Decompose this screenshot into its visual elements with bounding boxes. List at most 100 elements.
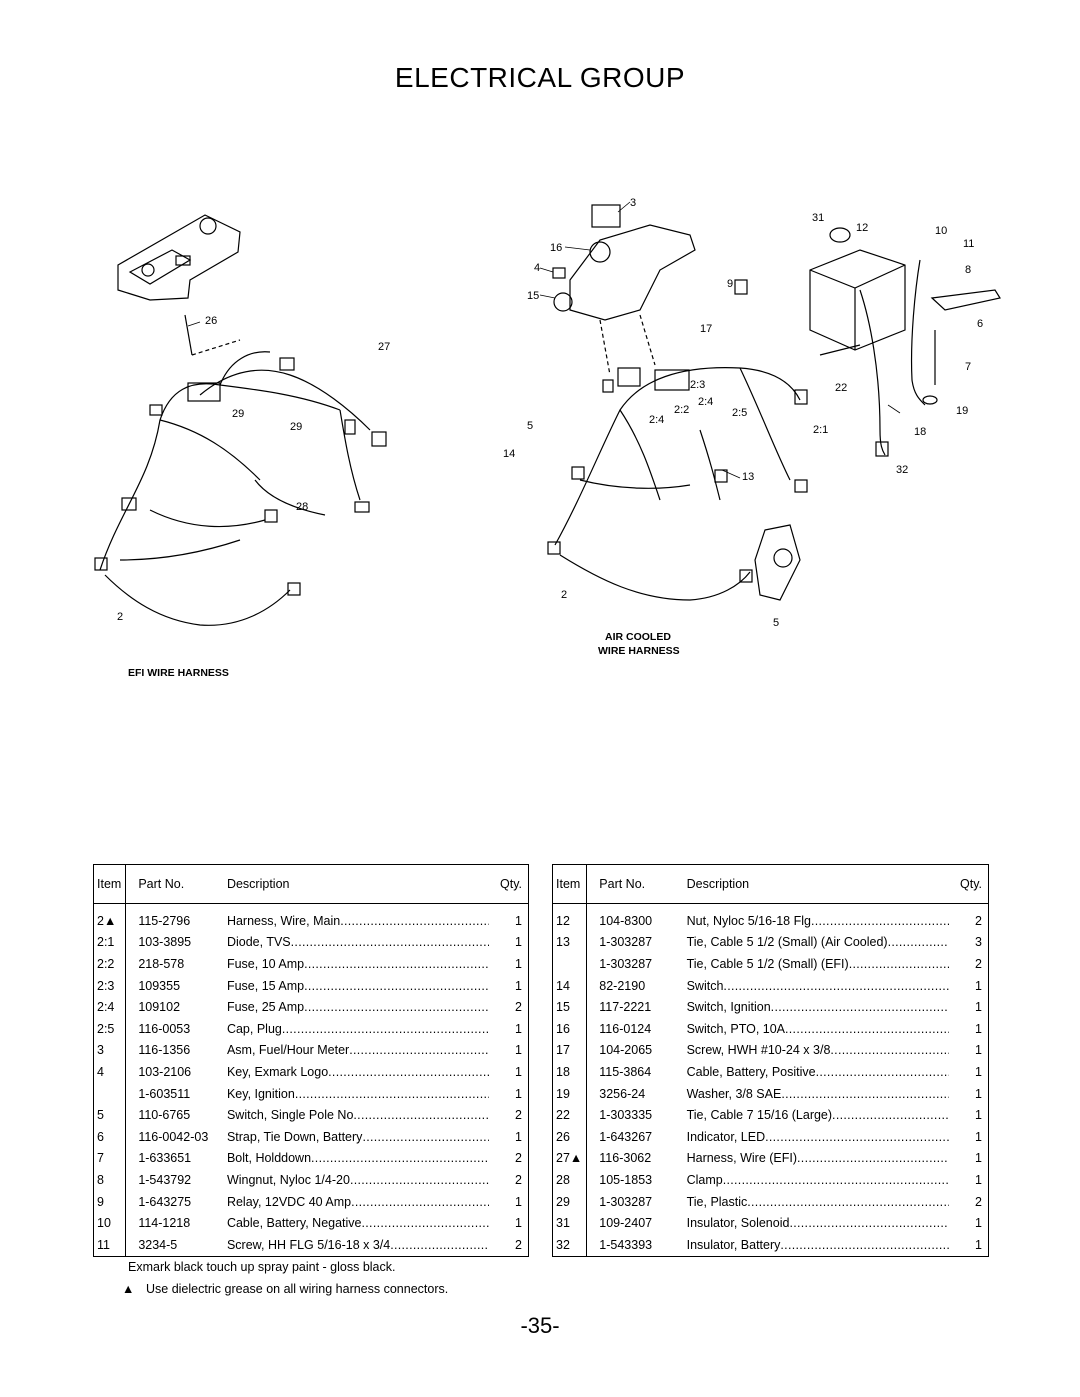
item-cell: 17 bbox=[552, 1039, 588, 1062]
part-no-cell: 218-578 bbox=[138, 956, 185, 971]
description-text: Fuse, 25 Amp bbox=[226, 1000, 305, 1015]
dot-leader bbox=[350, 1173, 489, 1187]
qty-cell: 1 bbox=[515, 1129, 522, 1144]
item-cell: 2:5 bbox=[93, 1017, 127, 1040]
part-no-cell: 109102 bbox=[138, 1000, 181, 1015]
dot-leader bbox=[340, 914, 489, 928]
air-cooled-caption-line2: WIRE HARNESS bbox=[598, 645, 680, 657]
description-cell: Clamp bbox=[683, 1169, 953, 1191]
item-cell: 8 bbox=[93, 1169, 127, 1191]
table-header-row: Item Part No. Description Qty. bbox=[552, 864, 989, 904]
part-no-cell: 1-543393 bbox=[599, 1237, 653, 1252]
qty-cell: 2 bbox=[975, 913, 982, 928]
description-cell: Bolt, Holddown bbox=[223, 1148, 493, 1170]
part-no-cell: 116-0124 bbox=[599, 1021, 652, 1036]
item-cell: 6 bbox=[93, 1125, 127, 1148]
description-header: Description bbox=[682, 864, 953, 904]
dot-leader bbox=[780, 1238, 948, 1252]
description-cell: Washer, 3/8 SAE bbox=[683, 1083, 953, 1105]
callout-32: 32 bbox=[896, 464, 908, 476]
callout-8: 8 bbox=[965, 264, 971, 276]
dot-leader bbox=[830, 1043, 948, 1057]
qty-cell: 1 bbox=[975, 1064, 982, 1079]
triangle-icon: ▲ bbox=[122, 1282, 135, 1296]
dash-panel-drawing bbox=[552, 204, 748, 376]
part-no-cell: 3256-24 bbox=[599, 1086, 646, 1101]
description-text: Key, Ignition bbox=[226, 1086, 295, 1101]
item-cell: 32 bbox=[552, 1233, 588, 1256]
item-cell: 2▲ bbox=[93, 903, 127, 932]
part-no-cell: 1-303287 bbox=[599, 956, 653, 971]
item-cell: 2:4 bbox=[93, 996, 127, 1018]
qty-cell: 1 bbox=[515, 1086, 522, 1101]
callout-22: 22 bbox=[835, 382, 847, 394]
description-text: Tie, Plastic bbox=[686, 1194, 748, 1209]
qty-cell: 1 bbox=[515, 935, 522, 950]
dot-leader bbox=[349, 1043, 489, 1057]
description-text: Clamp bbox=[686, 1172, 723, 1187]
dot-leader bbox=[747, 1195, 948, 1209]
part-no-cell: 1-643275 bbox=[138, 1194, 192, 1209]
item-cell: 19 bbox=[552, 1082, 588, 1105]
item-cell: 31 bbox=[552, 1212, 588, 1234]
grease-note-line: ▲Use dielectric grease on all wiring har… bbox=[122, 1282, 448, 1304]
description-cell: Relay, 12VDC 40 Amp bbox=[223, 1191, 493, 1213]
qty-cell: 1 bbox=[515, 956, 522, 971]
part-no-cell: 1-643267 bbox=[599, 1129, 653, 1144]
description-text: Switch bbox=[686, 978, 724, 993]
part-no-cell: 117-2221 bbox=[599, 1000, 652, 1015]
part-no-cell: 3234-5 bbox=[138, 1237, 178, 1252]
efi-harness-caption: EFI WIRE HARNESS bbox=[128, 667, 229, 679]
part-no-cell: 116-0042-03 bbox=[138, 1129, 209, 1144]
callout-26: 26 bbox=[205, 315, 217, 327]
qty-cell: 1 bbox=[515, 978, 522, 993]
callout-31: 31 bbox=[812, 212, 824, 224]
part-no-cell: 115-2796 bbox=[138, 913, 191, 928]
callout-2-left: 2 bbox=[117, 611, 123, 623]
qty-cell: 1 bbox=[975, 1000, 982, 1015]
part-no-cell: 116-1356 bbox=[138, 1043, 191, 1058]
dot-leader bbox=[304, 957, 489, 971]
callout-2-1: 2:1 bbox=[813, 424, 828, 436]
description-cell: Indicator, LED bbox=[683, 1126, 953, 1148]
description-text: Fuse, 10 Amp bbox=[226, 956, 305, 971]
callout-12: 12 bbox=[856, 222, 868, 234]
part-no-cell: 109-2407 bbox=[599, 1216, 653, 1231]
item-cell: 9 bbox=[93, 1190, 127, 1213]
part-no-cell: 1-603511 bbox=[138, 1086, 191, 1101]
dot-leader bbox=[789, 1216, 948, 1230]
electrical-exploded-diagram: EFI WIRE HARNESS AIR COOLED WIRE HARNESS… bbox=[94, 197, 1001, 679]
callout-5-bottom: 5 bbox=[773, 617, 779, 629]
description-text: Tie, Cable 7 15/16 (Large) bbox=[686, 1108, 833, 1123]
qty-cell: 1 bbox=[515, 1216, 522, 1231]
callout-2-3: 2:3 bbox=[690, 379, 705, 391]
part-no-cell: 116-3062 bbox=[599, 1151, 652, 1166]
item-cell: 13 bbox=[552, 931, 588, 954]
air-cooled-wire-harness-drawing bbox=[547, 367, 808, 601]
callout-16: 16 bbox=[550, 242, 562, 254]
description-cell: Tie, Cable 5 1/2 (Small) (Air Cooled) bbox=[683, 932, 953, 954]
dot-leader bbox=[291, 935, 489, 949]
item-cell: 3 bbox=[93, 1039, 127, 1062]
callout-4: 4 bbox=[534, 262, 540, 274]
dot-leader bbox=[816, 1065, 949, 1079]
description-header: Description bbox=[222, 864, 493, 904]
dot-leader bbox=[888, 935, 949, 949]
description-text: Insulator, Battery bbox=[686, 1237, 781, 1252]
description-cell: Screw, HH FLG 5/16-18 x 3/4 bbox=[223, 1234, 493, 1256]
dot-leader bbox=[351, 1195, 489, 1209]
item-cell: 2:1 bbox=[93, 931, 127, 954]
qty-cell: 2 bbox=[515, 1000, 522, 1015]
